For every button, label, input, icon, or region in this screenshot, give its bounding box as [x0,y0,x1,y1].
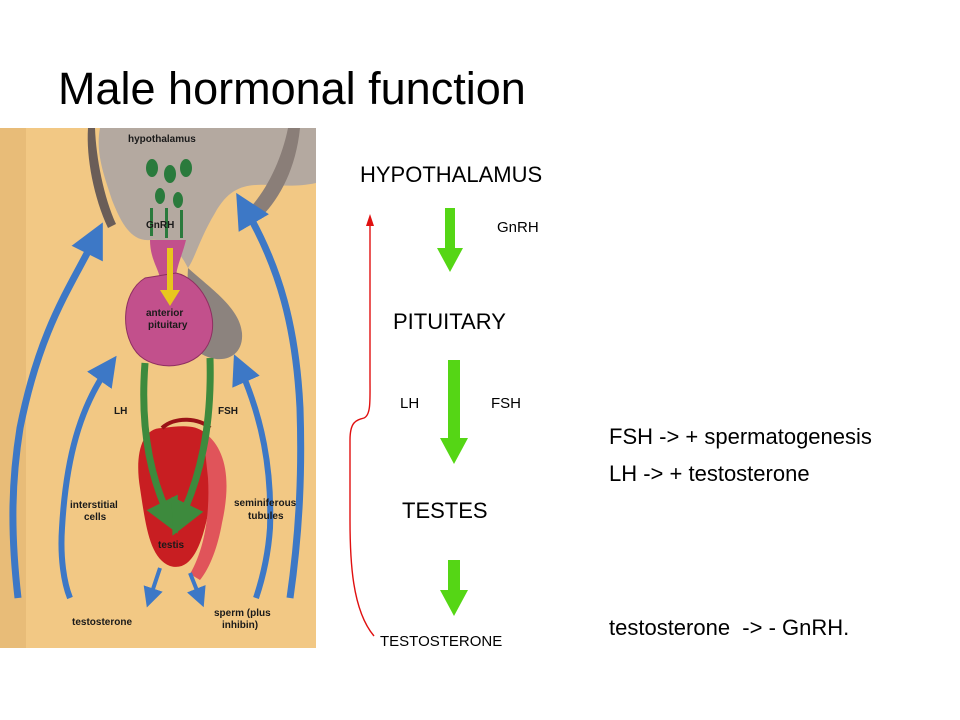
illus-seminiferous-label: seminiferous [234,498,297,509]
illus-interstitial-label: interstitial [70,500,118,511]
illus-gnrh-label: GnRH [146,220,174,231]
illus-sperm-label: sperm (plus [214,608,271,619]
illus-cells-label: cells [84,512,107,523]
illus-hypothalamus-label: hypothalamus [128,134,196,145]
gnrh-down-arrow [437,208,463,272]
negative-feedback-arrowhead [366,214,374,226]
flow-testes: TESTES [402,498,488,523]
illus-pituitary-label: pituitary [148,320,188,331]
note-feedback: testosterone -> - GnRH. [609,615,850,640]
illus-tubules-label: tubules [248,511,284,522]
flow-hypothalamus: HYPOTHALAMUS [360,162,543,187]
note-lh-effect: LH -> + testosterone [609,461,810,486]
flow-lh-label: LH [400,395,420,412]
illus-lh-label: LH [114,406,127,417]
flow-gnrh-label: GnRH [497,219,539,236]
testosterone-down-arrow [440,560,468,616]
illus-testis-label: testis [158,540,185,551]
flow-testosterone-label: TESTOSTERONE [380,633,503,650]
negative-feedback-line [349,224,375,637]
anterior-pituitary [125,272,214,367]
note-fsh-effect: FSH -> + spermatogenesis [609,424,872,449]
slide-title: Male hormonal function [58,63,526,114]
flow-fsh-label: FSH [491,395,521,412]
flow-pituitary: PITUITARY [393,309,506,334]
lh-fsh-down-arrow [440,360,468,464]
illus-anterior-label: anterior [146,308,183,319]
male-hormonal-illustration: hypothalamus GnRH anterior pituitary LH … [0,128,316,648]
illus-fsh-label: FSH [218,406,238,417]
illus-inhibin-label: inhibin) [222,620,258,631]
illus-testosterone-label: testosterone [72,617,132,628]
